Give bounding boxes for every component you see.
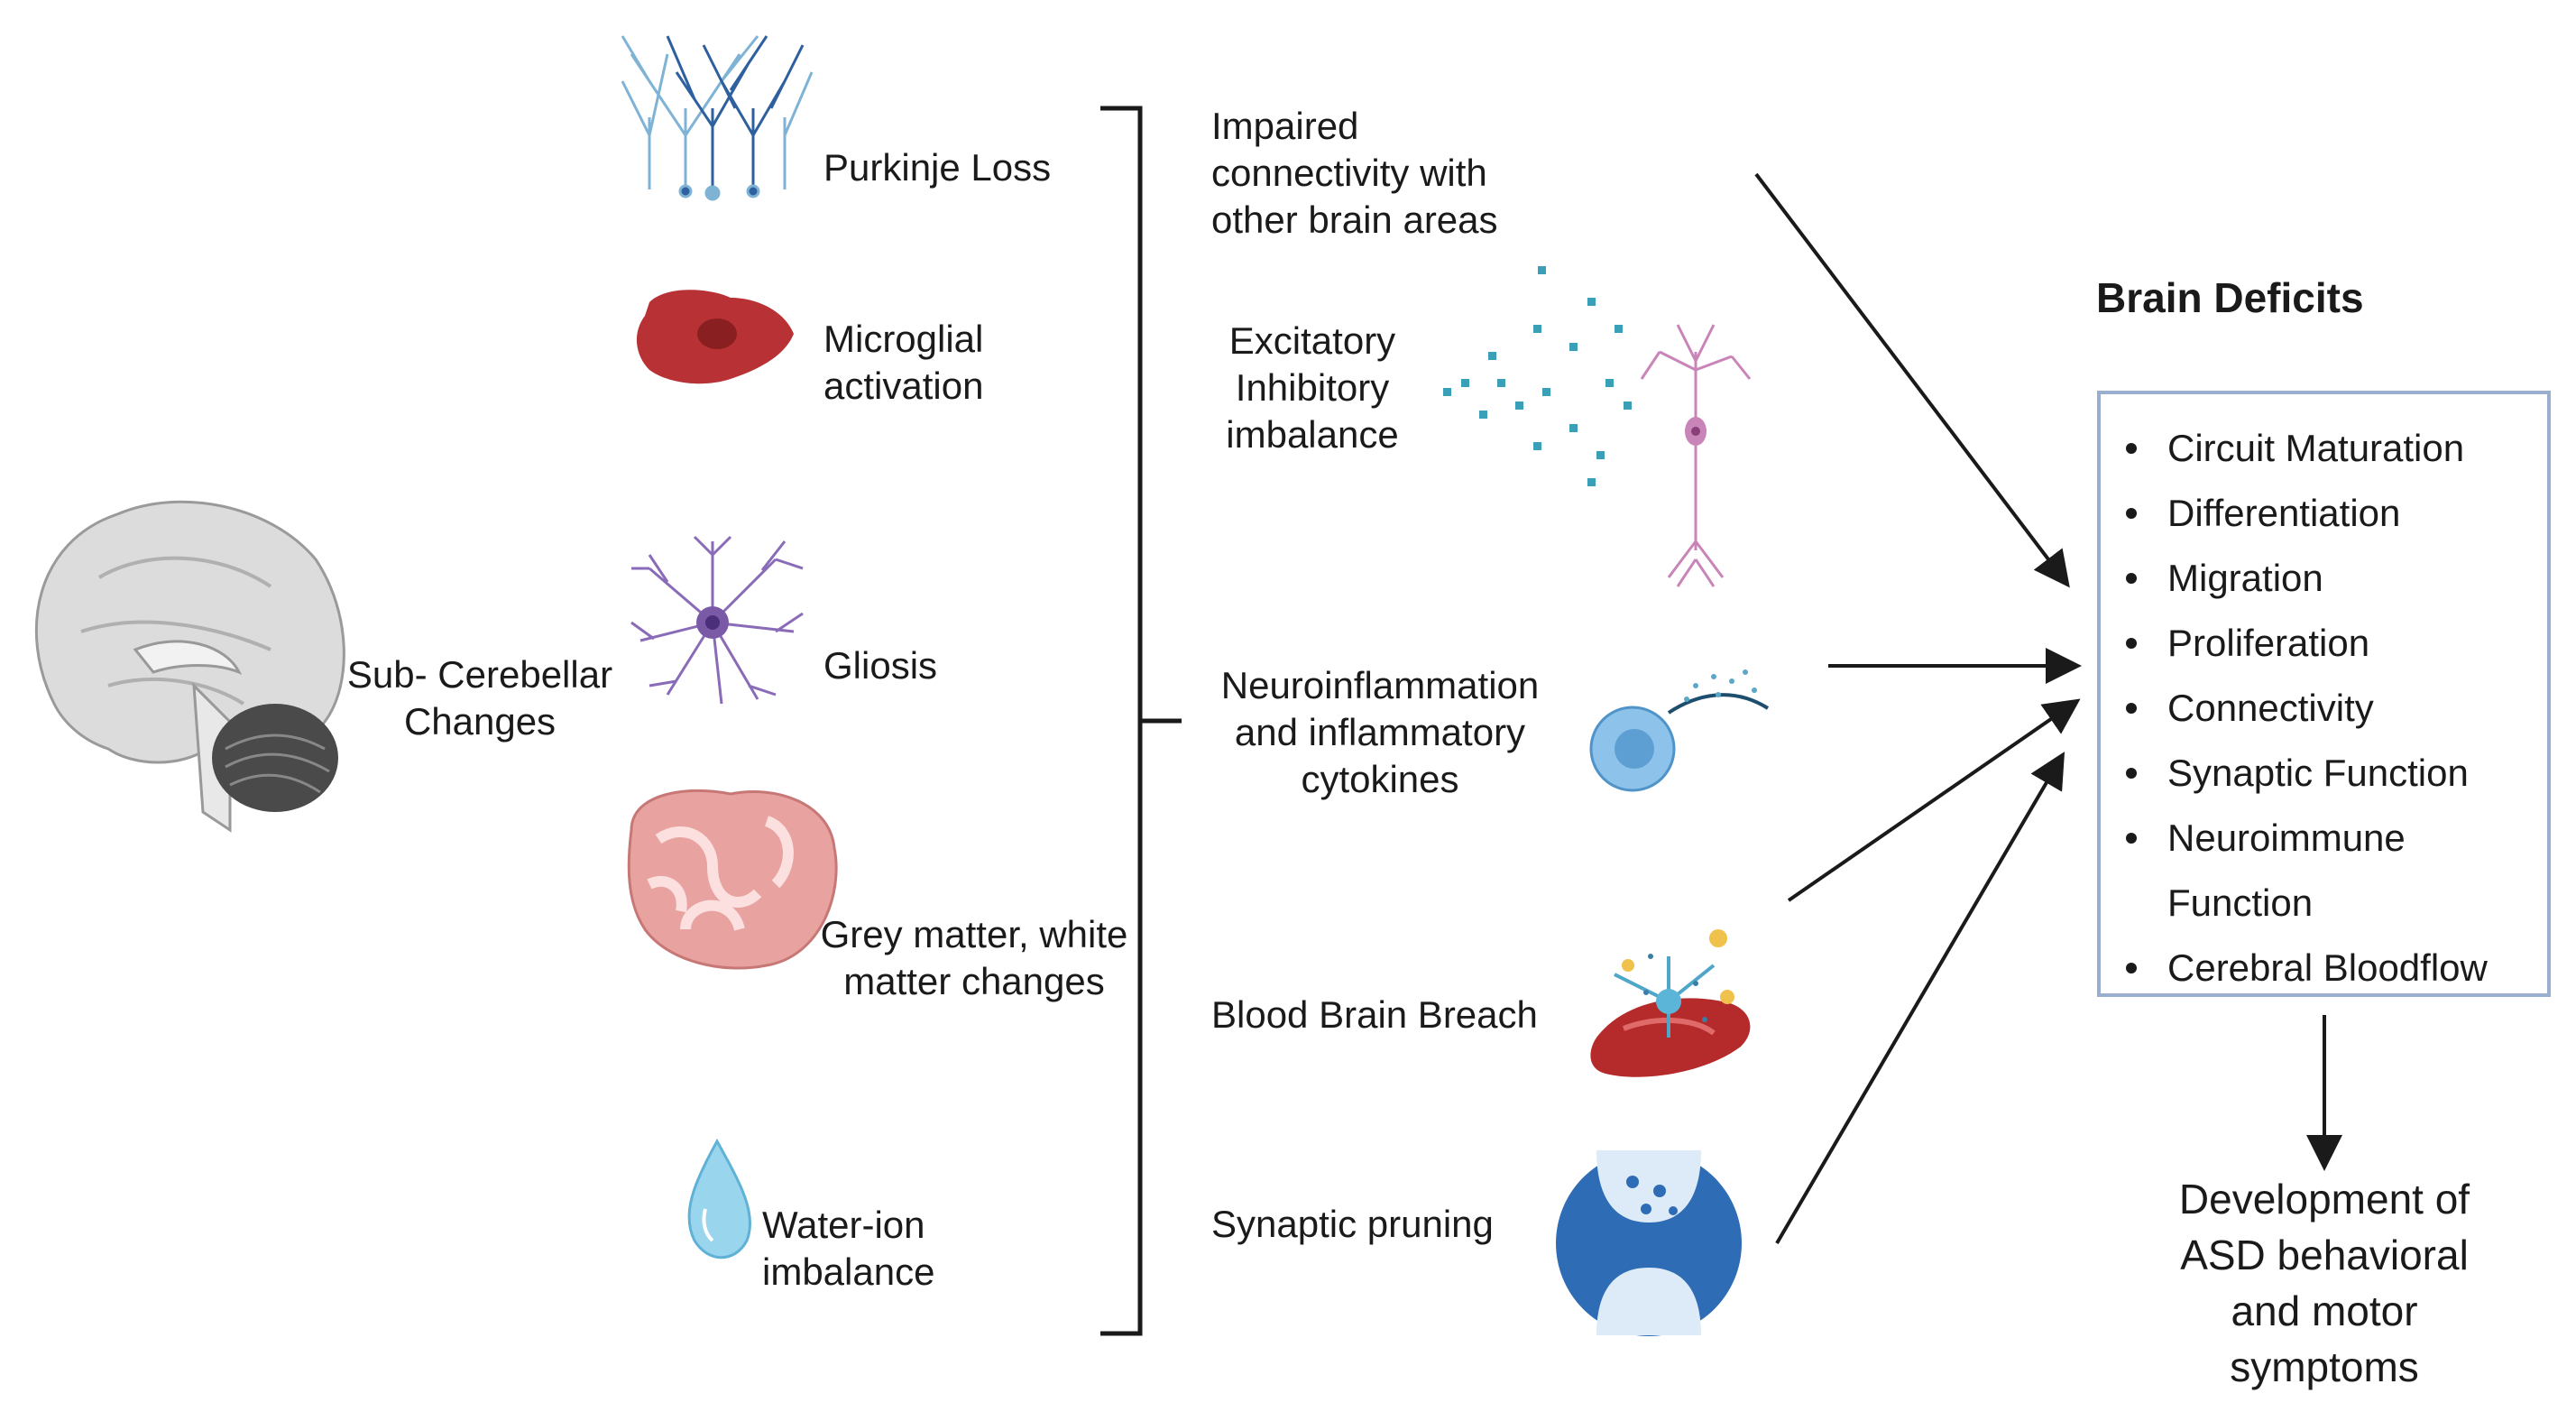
grey-white-matter-label: Grey matter, white matter changes bbox=[820, 913, 1128, 1002]
bullet bbox=[2126, 638, 2137, 649]
gliosis-label: Gliosis bbox=[823, 644, 938, 687]
bullet bbox=[2126, 833, 2137, 844]
purkinje-neuron-icon bbox=[621, 35, 814, 201]
deficit-label: Synaptic Function bbox=[2167, 752, 2469, 794]
deficit-item: Cerebral Bloodflow bbox=[2121, 936, 2488, 1001]
deficit-label: Function bbox=[2167, 881, 2314, 924]
bullet bbox=[2126, 703, 2137, 714]
synaptic-pruning-label: Synaptic pruning bbox=[1211, 1203, 1494, 1245]
deficit-item: Circuit Maturation bbox=[2121, 416, 2488, 481]
sub-cerebellar-changes-label: Sub- Cerebellar Changes bbox=[346, 653, 613, 743]
deficit-item-continued: Function bbox=[2121, 871, 2488, 936]
excitatory-inhibitory-label: Excitatory Inhibitory imbalance bbox=[1226, 319, 1399, 456]
bullet bbox=[2126, 443, 2137, 454]
arrow-connectivity bbox=[1754, 172, 2070, 588]
arrows bbox=[1754, 172, 2342, 1245]
immune-cell-cytokines-icon bbox=[1589, 669, 1770, 792]
asd-outcome-label: Development of ASD behavioral and motor … bbox=[2178, 1176, 2470, 1390]
brain-deficits-title: Brain Deficits bbox=[2096, 274, 2364, 321]
deficit-item: Proliferation bbox=[2121, 611, 2488, 676]
astrocyte-icon bbox=[630, 535, 804, 705]
deficit-item: Migration bbox=[2121, 546, 2488, 611]
microglial-activation-label: Microglial activation bbox=[823, 318, 984, 407]
bullet bbox=[2126, 573, 2137, 584]
deficit-label: Neuroimmune bbox=[2167, 817, 2406, 859]
blood-vessel-breach-icon bbox=[1590, 929, 1751, 1077]
bullet bbox=[2126, 768, 2137, 779]
deficit-item: Connectivity bbox=[2121, 676, 2488, 741]
deficit-label: Differentiation bbox=[2167, 492, 2401, 534]
cerebellum-tissue-icon bbox=[627, 789, 838, 970]
blood-brain-breach-label: Blood Brain Breach bbox=[1211, 993, 1538, 1036]
bullet bbox=[2126, 508, 2137, 519]
arrow-blood-brain-breach bbox=[1787, 698, 2081, 902]
bracket bbox=[1100, 106, 1182, 1336]
water-drop-icon bbox=[687, 1138, 751, 1260]
water-ion-imbalance-label: Water-ion imbalance bbox=[762, 1204, 935, 1293]
microglia-cell-icon bbox=[636, 290, 794, 384]
purkinje-loss-label: Purkinje Loss bbox=[823, 146, 1052, 189]
impaired-connectivity-label: Impaired connectivity with other brain a… bbox=[1211, 105, 1498, 241]
deficit-item: Differentiation bbox=[2121, 481, 2488, 546]
deficit-item: Synaptic Function bbox=[2121, 741, 2488, 806]
synapse-icon bbox=[1556, 1150, 1742, 1336]
arrow-synaptic-pruning bbox=[1775, 752, 2065, 1245]
neurotransmitter-neuron-icon bbox=[1443, 266, 1752, 587]
deficit-label: Cerebral Bloodflow bbox=[2167, 946, 2488, 989]
deficit-label: Circuit Maturation bbox=[2167, 427, 2465, 469]
bullet bbox=[2126, 963, 2137, 973]
deficit-label: Migration bbox=[2167, 557, 2323, 599]
brain-deficits-box: Circuit Maturation Differentiation Migra… bbox=[2097, 391, 2551, 997]
neuroinflammation-label: Neuroinflammation and inflammatory cytok… bbox=[1220, 664, 1540, 800]
deficit-label: Proliferation bbox=[2167, 622, 2370, 664]
brain-deficits-list: Circuit Maturation Differentiation Migra… bbox=[2121, 416, 2488, 1001]
brain-sagittal-icon bbox=[35, 500, 345, 833]
deficit-label: Connectivity bbox=[2167, 687, 2374, 729]
deficit-item: Neuroimmune bbox=[2121, 806, 2488, 871]
